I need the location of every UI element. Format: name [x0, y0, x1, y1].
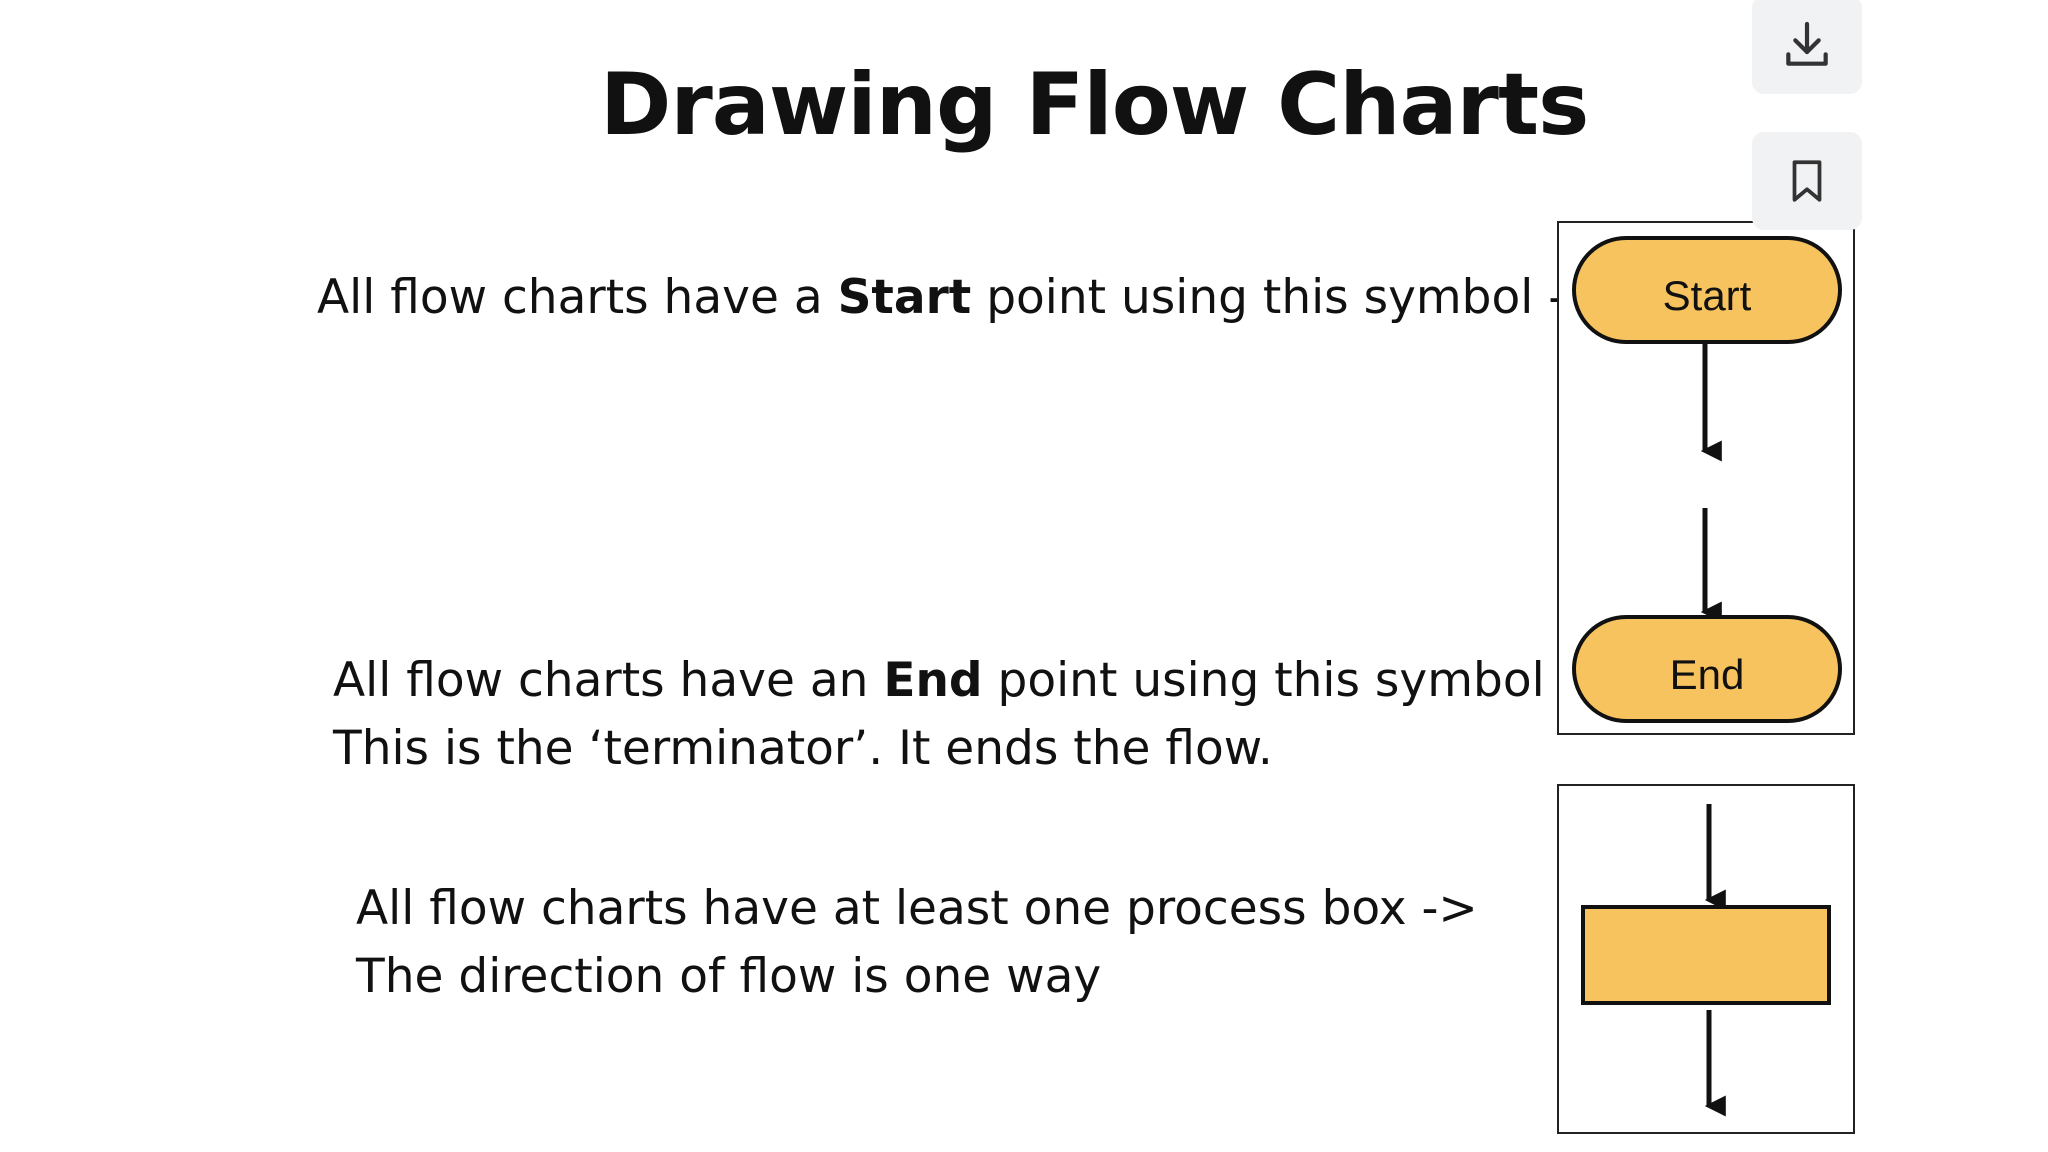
process-description: All flow charts have at least one proces… [356, 881, 1478, 936]
start-terminator-label: Start [1663, 272, 1752, 319]
end-terminator-label: End [1670, 651, 1745, 698]
terminator-note: This is the ‘terminator’. It ends the fl… [333, 721, 1273, 776]
end-terminator [1572, 615, 1842, 723]
start-description-pre: All flow charts have a [317, 270, 838, 325]
end-description-post: point using this symbol -> [982, 653, 1616, 708]
process-box [1581, 905, 1831, 1005]
end-description-pre: All flow charts have an [333, 653, 884, 708]
end-keyword: End [883, 653, 983, 708]
bookmark-icon [1782, 153, 1832, 209]
start-terminator [1572, 236, 1842, 344]
start-description: All flow charts have a Start point using… [317, 274, 1605, 321]
bookmark-button[interactable] [1752, 132, 1862, 230]
start-keyword: Start [837, 270, 972, 325]
start-description-post: point using this symbol -> [971, 270, 1605, 325]
download-icon [1779, 17, 1835, 73]
end-description: All flow charts have an End point using … [333, 657, 1616, 704]
slide-title: Drawing Flow Charts [600, 55, 1589, 155]
flow-direction-note: The direction of flow is one way [356, 949, 1102, 1004]
download-button[interactable] [1752, 0, 1862, 94]
